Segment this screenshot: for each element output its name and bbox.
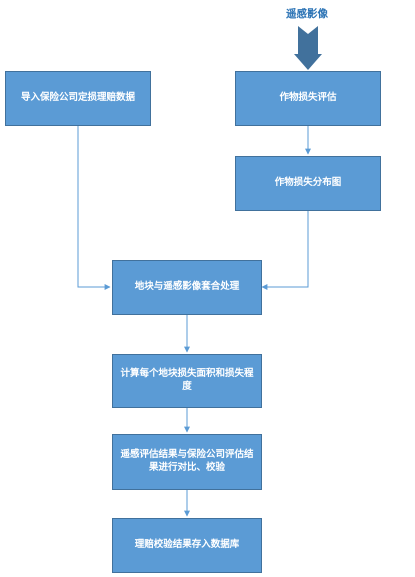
arrow-import-to-overlay <box>77 126 111 290</box>
node-import-insurance-data: 导入保险公司定损理赔数据 <box>5 71 151 126</box>
node-crop-loss-distribution-map: 作物损失分布图 <box>235 156 381 211</box>
remote-sensing-image-label: 遥感影像 <box>286 8 328 20</box>
arrow-distribution-to-overlay <box>261 211 309 290</box>
node-compare-results: 遥感评估结果与保险公司评估结果进行对比、校验 <box>112 434 262 490</box>
node-store-results: 理赔校验结果存入数据库 <box>112 518 262 573</box>
node-crop-loss-assessment: 作物损失评估 <box>235 71 381 126</box>
node-parcel-image-overlay: 地块与遥感影像套合处理 <box>112 260 262 315</box>
input-block-arrow <box>294 26 322 70</box>
node-compute-loss-area: 计算每个地块损失面积和损失程度 <box>112 354 262 408</box>
